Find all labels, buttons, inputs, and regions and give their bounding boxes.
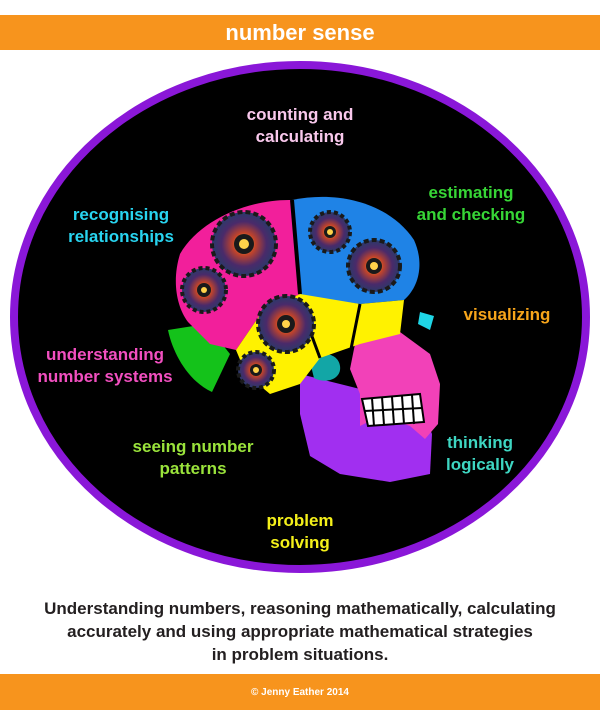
teeth-lines [363, 394, 423, 427]
label-thinking: thinking logically [430, 432, 530, 476]
label-seeing-line1: seeing number [132, 437, 254, 456]
label-counting: counting and calculating [230, 104, 370, 148]
label-recognising-line1: recognising [72, 205, 170, 224]
gear-1 [210, 210, 278, 278]
label-understanding: understanding number systems [30, 344, 180, 388]
nose-patch [418, 312, 434, 330]
label-recognising-line2: relationships [68, 227, 174, 246]
caption-line-3: in problem situations. [211, 645, 389, 664]
diagram-area: counting and calculating estimating and … [0, 54, 600, 574]
label-problem: problem solving [250, 510, 350, 554]
label-seeing: seeing number patterns [118, 436, 268, 480]
label-counting-line2: calculating [255, 127, 345, 146]
title-banner: number sense [0, 15, 600, 50]
label-seeing-line2: patterns [159, 459, 227, 478]
copyright-text: © Jenny Eather 2014 [251, 686, 349, 698]
label-visualizing-line1: visualizing [463, 305, 551, 324]
label-estimating-line2: and checking [416, 205, 526, 224]
label-thinking-line2: logically [445, 455, 515, 474]
label-thinking-line1: thinking [446, 433, 514, 452]
caption-line-1: Understanding numbers, reasoning mathema… [44, 599, 556, 618]
page-title: number sense [225, 19, 375, 45]
gear-6 [236, 350, 276, 390]
label-estimating: estimating and checking [406, 182, 536, 226]
gear-5 [256, 294, 316, 354]
gear-4 [346, 238, 402, 294]
definition-caption: Understanding numbers, reasoning mathema… [0, 597, 600, 666]
lobe-divider [290, 199, 302, 295]
label-visualizing: visualizing [452, 304, 562, 326]
label-problem-line1: problem [266, 511, 334, 530]
label-counting-line1: counting and [246, 105, 354, 124]
label-recognising: recognising relationships [56, 204, 186, 248]
gear-2 [180, 266, 228, 314]
footer-banner: © Jenny Eather 2014 [0, 674, 600, 710]
label-problem-line2: solving [270, 533, 330, 552]
label-understanding-line2: number systems [37, 367, 173, 386]
label-understanding-line1: understanding [45, 345, 165, 364]
gear-3 [308, 210, 352, 254]
caption-line-2: accurately and using appropriate mathema… [67, 622, 533, 641]
label-estimating-line1: estimating [428, 183, 514, 202]
brain-oval-illustration [10, 61, 590, 573]
